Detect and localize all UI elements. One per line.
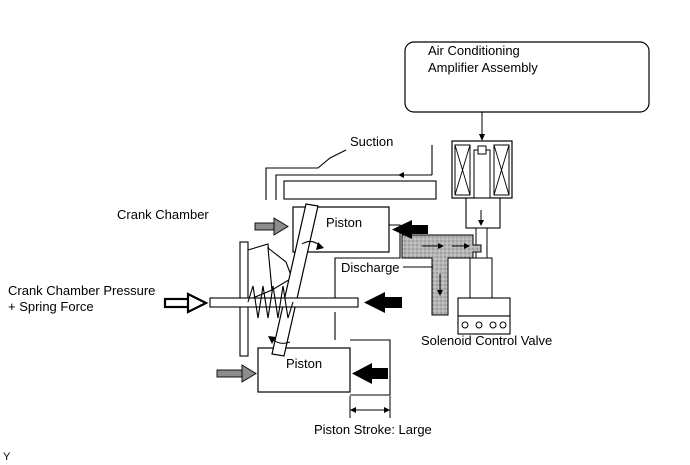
amplifier-box bbox=[404, 41, 650, 113]
piston-lower bbox=[257, 347, 351, 393]
pressure-label-line2: + Spring Force bbox=[8, 299, 94, 314]
solenoid-valve-label: Solenoid Control Valve bbox=[421, 333, 552, 348]
suction-passage bbox=[265, 145, 437, 200]
discharge-label: Discharge bbox=[341, 260, 400, 275]
crank-pressure-arrow bbox=[163, 292, 209, 314]
piston-stroke-dimension bbox=[349, 396, 391, 418]
solenoid-coil bbox=[451, 140, 513, 213]
amplifier-label-line1: Air Conditioning bbox=[428, 43, 520, 58]
piston-lower-label: Piston bbox=[286, 356, 322, 371]
drive-shaft bbox=[209, 297, 359, 308]
black-arrow-upper bbox=[392, 220, 428, 239]
gray-arrow-upper bbox=[254, 217, 289, 236]
piston-upper-label: Piston bbox=[326, 215, 362, 230]
black-arrow-lower bbox=[352, 363, 388, 384]
spring bbox=[247, 285, 294, 319]
figure-code: Y bbox=[3, 451, 11, 463]
solenoid-control-valve bbox=[457, 257, 511, 335]
black-arrow-middle bbox=[364, 292, 402, 313]
piston-stroke-label: Piston Stroke: Large bbox=[314, 422, 432, 437]
crank-chamber-text: Crank Chamber bbox=[117, 207, 209, 222]
control-signal-arrow bbox=[479, 112, 485, 141]
amplifier-label-line2: Amplifier Assembly bbox=[428, 60, 538, 75]
cylinder-walls bbox=[334, 224, 401, 396]
pressure-label-line1: Crank Chamber Pressure bbox=[8, 283, 155, 298]
gray-arrow-lower bbox=[216, 364, 257, 383]
suction-label: Suction bbox=[350, 134, 393, 149]
